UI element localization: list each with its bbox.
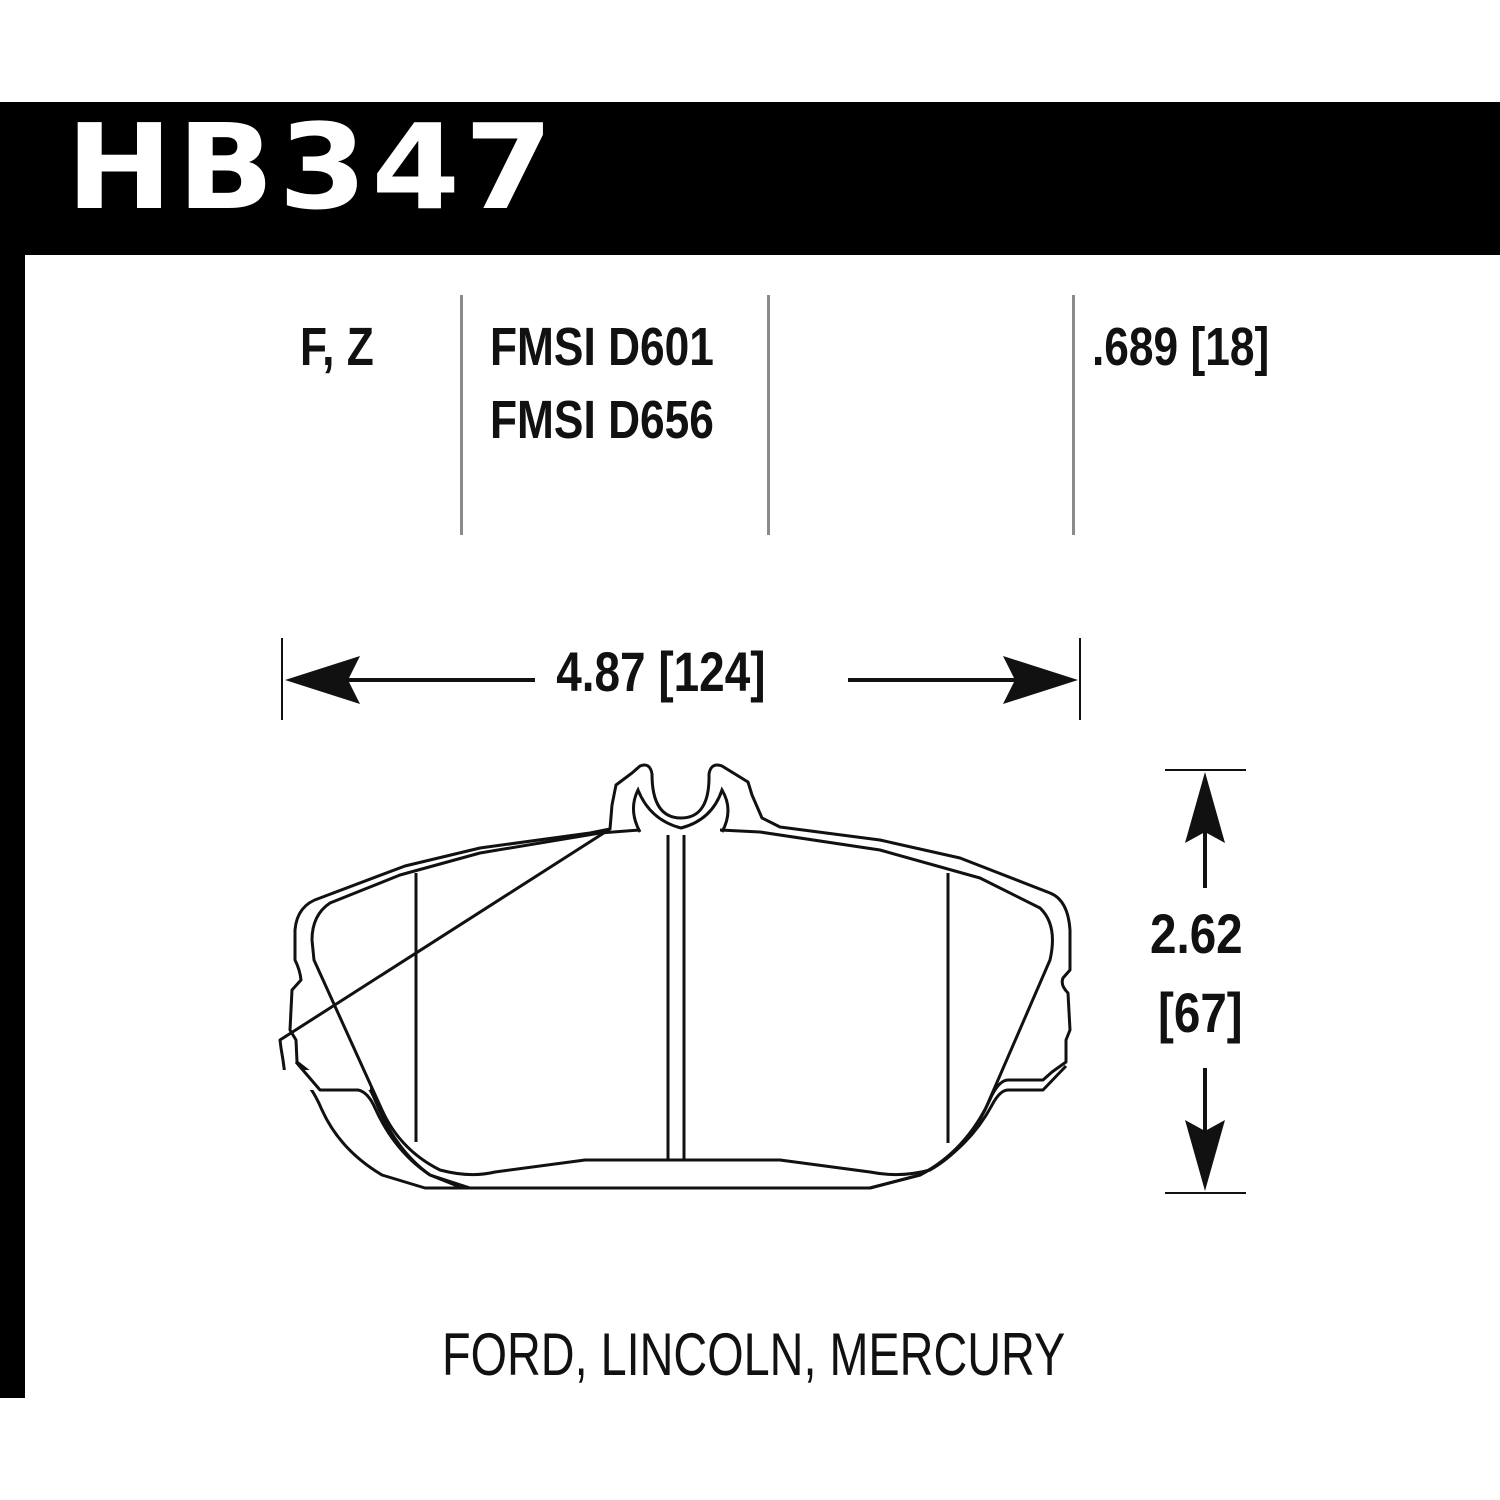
column-divider [767, 295, 770, 535]
height-dimension-inches: 2.62 [1150, 902, 1243, 965]
position-code: F, Z [300, 317, 374, 377]
header-bar [0, 102, 1500, 255]
fmsi-number-1: FMSI D601 [490, 317, 714, 377]
part-number: HB347 [66, 98, 558, 236]
vehicle-applications: FORD, LINCOLN, MERCURY [442, 1321, 1066, 1388]
fmsi-number-2: FMSI D656 [490, 390, 714, 450]
column-divider [460, 295, 463, 535]
width-dimension-label: 4.87 [124] [548, 644, 774, 700]
pad-thickness: .689 [18] [1092, 317, 1270, 377]
height-dimension-arrow [1165, 769, 1246, 1194]
friction-material-outline [310, 828, 1054, 1177]
column-divider [1072, 295, 1075, 535]
width-dimension-arrow [281, 638, 1081, 720]
backing-plate-outline [278, 763, 1072, 1190]
friction-slots [414, 835, 950, 1160]
height-dimension-mm: [67] [1158, 981, 1243, 1044]
left-border-bar [0, 102, 25, 1398]
